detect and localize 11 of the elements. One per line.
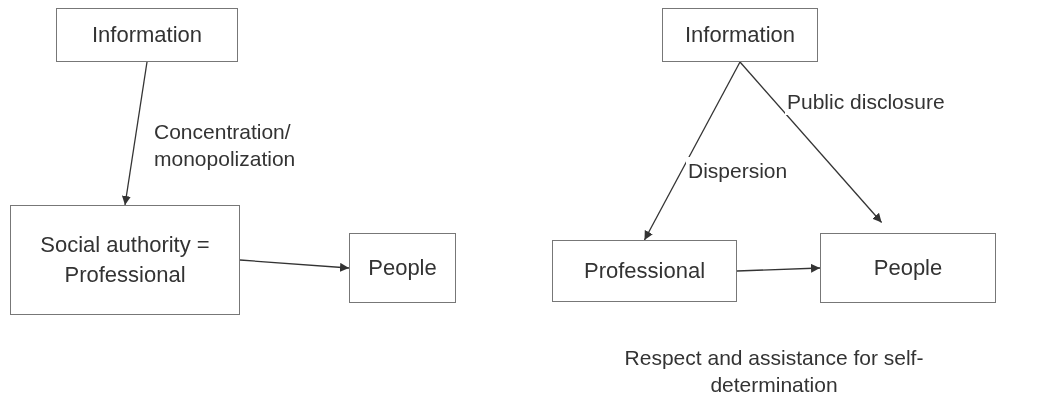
arrow bbox=[643, 61, 741, 241]
process-box: Information bbox=[56, 8, 238, 62]
arrow bbox=[121, 61, 148, 206]
process-box: People bbox=[820, 233, 996, 303]
process-box: Professional bbox=[552, 240, 737, 302]
process-box: Social authority = Professional bbox=[10, 205, 240, 315]
arrow bbox=[739, 61, 883, 224]
process-box: People bbox=[349, 233, 456, 303]
arrow bbox=[239, 259, 350, 272]
process-box: Information bbox=[662, 8, 818, 62]
arrow bbox=[736, 263, 821, 273]
